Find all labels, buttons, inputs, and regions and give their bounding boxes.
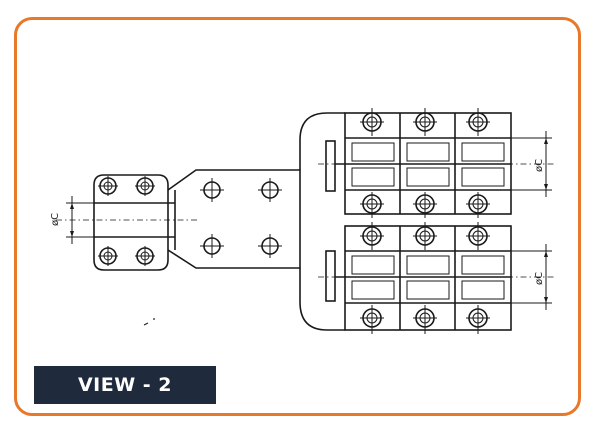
- view-label: VIEW - 2: [34, 366, 216, 404]
- bolt-head-bottom-left: [98, 246, 118, 266]
- plate-bolt-3: [200, 234, 224, 258]
- left-diameter-dimension: øC: [50, 196, 200, 244]
- bolt-head: [360, 222, 384, 250]
- bolt-head: [413, 108, 437, 136]
- left-diameter-label: øC: [50, 213, 61, 226]
- bolt-head: [466, 108, 490, 136]
- bolt-head: [360, 305, 384, 334]
- bolt-head: [466, 305, 490, 334]
- bolt-head: [413, 305, 437, 334]
- bolt-head: [413, 192, 437, 218]
- bolt-head: [413, 222, 437, 250]
- bolt-head: [466, 192, 490, 218]
- neck: [167, 169, 301, 269]
- clamp-head: [93, 174, 175, 271]
- stray-mark: [143, 318, 155, 326]
- clamp-bolt-heads: [360, 108, 490, 334]
- drawing-frame: [14, 17, 581, 416]
- right-upper-diameter-label: øC: [534, 159, 545, 172]
- center-plate: [200, 178, 282, 258]
- right-lower-diameter-dimension: øC: [318, 244, 556, 310]
- bolt-head: [360, 192, 384, 218]
- bolt-head: [466, 222, 490, 250]
- bolt-head: [360, 108, 384, 136]
- bolt-head-top-left: [98, 176, 118, 196]
- plate-bolt-2: [258, 178, 282, 202]
- bolt-head-bottom-right: [135, 246, 155, 266]
- right-upper-diameter-dimension: øC: [318, 131, 556, 197]
- plate-bolt-4: [258, 234, 282, 258]
- plate-bolt-1: [200, 178, 224, 202]
- terminal-body: [299, 112, 345, 331]
- right-lower-diameter-label: øC: [534, 272, 545, 285]
- bolt-head-top-right: [135, 176, 155, 196]
